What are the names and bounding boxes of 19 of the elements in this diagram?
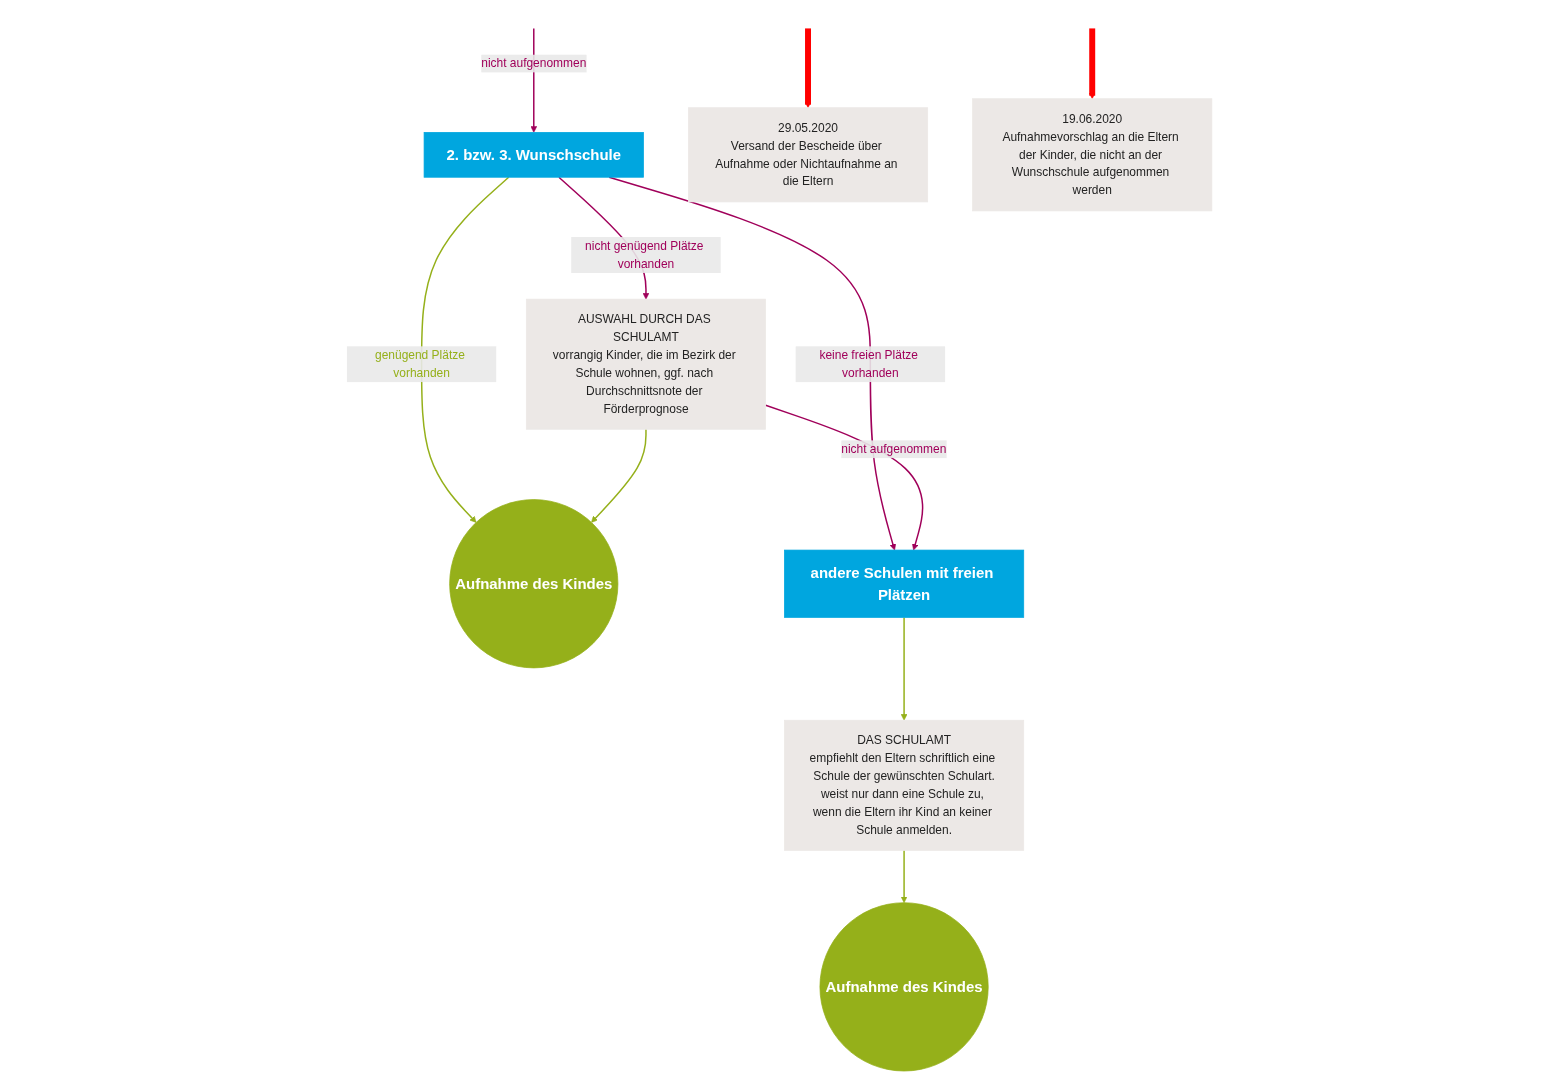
node-box: 19.06.2020 Aufnahmevorschlag an die Eltern der Kinder, die nicht an der Wunschschule aufgenommen werden: [971, 98, 1212, 212]
arrow: [1088, 28, 1096, 99]
node-box: 2. bzw. 3. Wunschschule: [423, 132, 644, 178]
edge-label: nicht genügend Plätze vorhanden: [584, 239, 704, 270]
arrow: [590, 428, 647, 523]
node-circle: Aufnahme des Kindes: [448, 499, 618, 669]
edge-label: keine freien Plätze vorhanden: [819, 348, 918, 380]
node-box: 29.05.2020 Versand der Bescheide über Aufnahme oder Nichtaufnahme an die Eltern: [687, 107, 928, 203]
arrow: [900, 616, 907, 721]
node-box: andere Schulen mit freien Plätzen: [783, 549, 1024, 618]
node-box: DAS SCHULAMT empfiehlt den Eltern schriftlich eine Schule der gewünschten Schulart. weist nur dann eine Schule zu, wenn die Eltern ihr Kind an keiner Schule anmelden.: [783, 719, 1024, 851]
arrow: [804, 28, 811, 108]
node-circle: Aufnahme des Kindes: [819, 902, 989, 1072]
arrow: [420, 176, 510, 523]
node-box: AUSWAHL DURCH DAS SCHULAMT vorrangig Kinder, die im Bezirk der Schule wohnen, ggf. nach Durchschnittsnote der Förderprognose: [525, 298, 766, 430]
edge-label: nicht aufgenommen: [840, 442, 947, 456]
edge-label: nicht aufgenommen: [480, 56, 586, 70]
arrow: [900, 849, 907, 903]
edge-label: genügend Plätze vorhanden: [374, 348, 465, 380]
